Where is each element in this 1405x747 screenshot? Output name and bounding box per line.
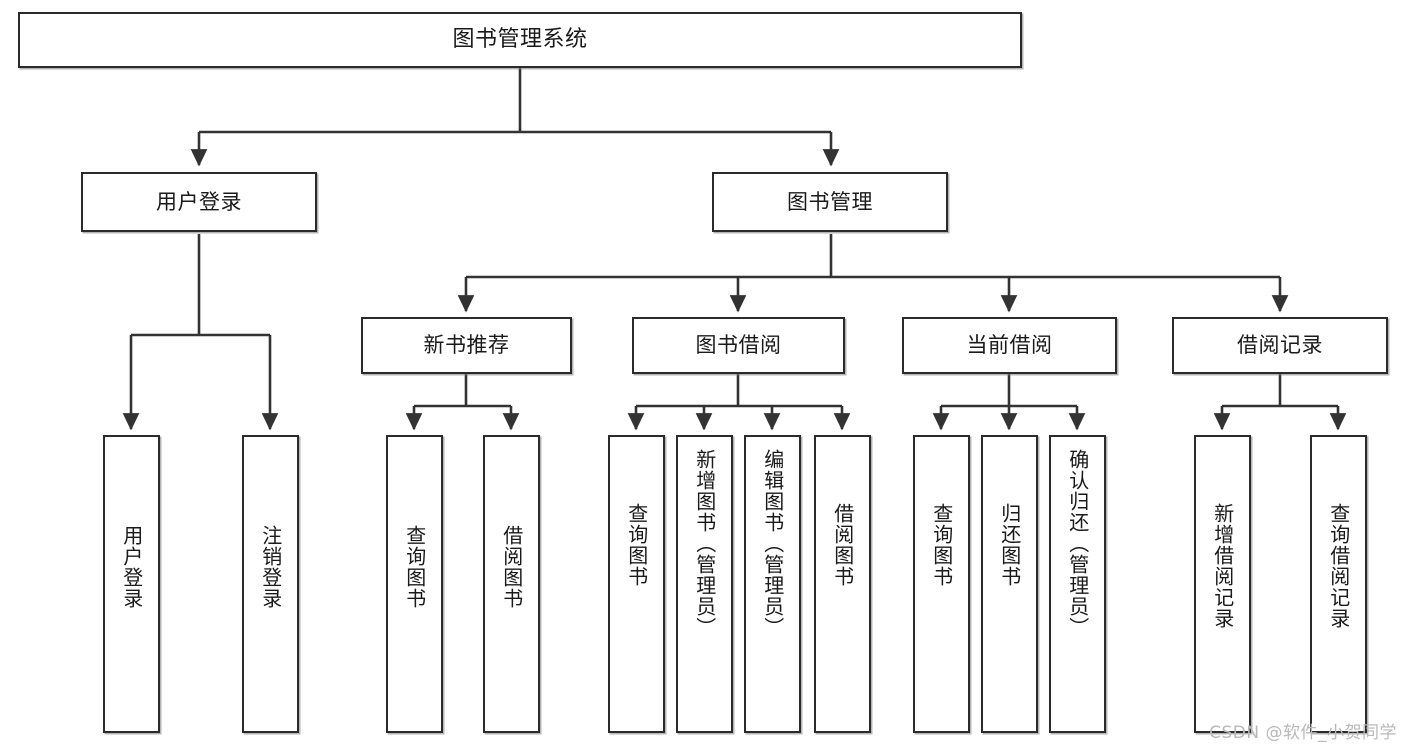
- node-label: 查询图书: [929, 503, 954, 587]
- leaf-borrow-add-book-admin[interactable]: 新增图书（管理员）: [676, 435, 733, 733]
- node-label: 图书管理系统: [452, 27, 588, 53]
- leaf-current-return-book[interactable]: 归还图书: [981, 435, 1038, 733]
- csdn-watermark: CSDN @软件_小贺同学: [1209, 723, 1397, 743]
- leaf-record-query[interactable]: 查询借阅记录: [1310, 435, 1367, 733]
- node-label: 用户登录: [156, 189, 242, 214]
- node-label: 用户登录: [119, 525, 144, 609]
- node-new-book-recommend[interactable]: 新书推荐: [361, 317, 572, 374]
- node-label: 当前借阅: [966, 333, 1053, 358]
- leaf-current-query-book[interactable]: 查询图书: [913, 435, 970, 733]
- node-label: 查询借阅记录: [1326, 503, 1351, 629]
- node-label: 新增图书（管理员）: [692, 449, 717, 638]
- leaf-current-confirm-return-admin[interactable]: 确认归还（管理员）: [1049, 435, 1106, 733]
- node-label: 编辑图书（管理员）: [760, 449, 785, 638]
- node-label: 图书借阅: [695, 333, 782, 358]
- node-current-borrow[interactable]: 当前借阅: [902, 317, 1117, 374]
- node-label: 借阅图书: [499, 525, 524, 609]
- node-label: 查询图书: [624, 503, 649, 587]
- node-label: 确认归还（管理员）: [1065, 449, 1090, 638]
- leaf-user-logout[interactable]: 注销登录: [242, 435, 299, 733]
- node-label: 查询图书: [402, 525, 427, 609]
- node-label: 归还图书: [997, 503, 1022, 587]
- node-label: 借阅记录: [1237, 333, 1323, 358]
- node-label: 新增借阅记录: [1210, 503, 1235, 629]
- node-user-login[interactable]: 用户登录: [81, 172, 317, 232]
- node-book-manage[interactable]: 图书管理: [712, 172, 948, 232]
- leaf-borrow-edit-book-admin[interactable]: 编辑图书（管理员）: [744, 435, 801, 733]
- leaf-recommend-borrow-book[interactable]: 借阅图书: [483, 435, 540, 733]
- node-label: 新书推荐: [423, 333, 510, 358]
- leaf-user-login[interactable]: 用户登录: [103, 435, 160, 733]
- node-label: 注销登录: [258, 525, 283, 609]
- node-label: 借阅图书: [830, 503, 855, 587]
- node-borrow-record[interactable]: 借阅记录: [1172, 317, 1388, 374]
- leaf-recommend-query-book[interactable]: 查询图书: [386, 435, 443, 733]
- node-root-system[interactable]: 图书管理系统: [18, 12, 1022, 68]
- node-book-borrow[interactable]: 图书借阅: [632, 317, 845, 374]
- node-label: 图书管理: [787, 189, 873, 214]
- leaf-borrow-borrow-book[interactable]: 借阅图书: [814, 435, 871, 733]
- leaf-borrow-query-book[interactable]: 查询图书: [608, 435, 665, 733]
- leaf-record-add[interactable]: 新增借阅记录: [1194, 435, 1251, 733]
